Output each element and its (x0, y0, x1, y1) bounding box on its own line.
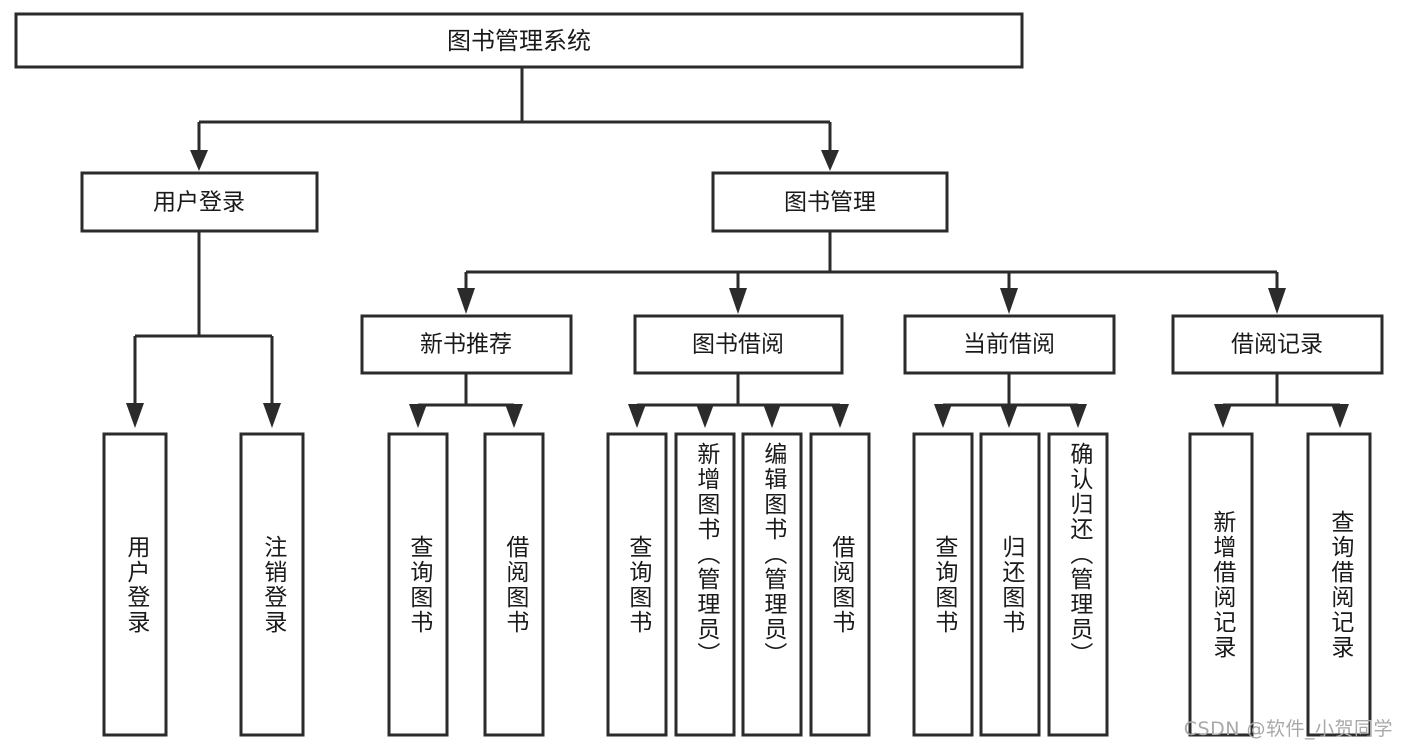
node-book-manage-label: 图书管理 (784, 190, 876, 216)
node-leaf-user-login-box[interactable] (102, 432, 168, 737)
node-book-borrow-label: 图书借阅 (692, 332, 784, 358)
node-leaf-add-borrow-record-box[interactable] (1188, 432, 1254, 737)
arrowhead-user-login (190, 150, 208, 171)
node-leaf-query-book-borrow-box[interactable] (606, 432, 668, 737)
watermark-text: CSDN @软件_小贺同学 (1183, 718, 1393, 740)
node-borrow-record[interactable]: 借阅记录 (1171, 314, 1384, 375)
node-leaf-borrow-book-box[interactable] (809, 432, 871, 737)
arrowhead-leaf-add-borrow-record (1214, 404, 1232, 428)
arrowhead-leaf-logout-login (263, 403, 281, 428)
arrowhead-borrow-record (1268, 288, 1286, 314)
arrowhead-leaf-add-book (696, 404, 714, 428)
node-root-box[interactable] (14, 12, 1024, 69)
arrowhead-leaf-return-book (1000, 404, 1018, 428)
arrowhead-leaf-borrow-book-rec (505, 404, 523, 428)
node-root[interactable]: 图书管理系统 (14, 12, 1024, 69)
node-leaf-confirm-return-box[interactable] (1047, 432, 1109, 737)
node-borrow-record-label: 借阅记录 (1231, 332, 1323, 358)
node-user-login[interactable]: 用户登录 (80, 171, 319, 233)
node-current-borrow-box[interactable] (903, 314, 1116, 375)
node-leaf-return-book-box[interactable] (979, 432, 1041, 737)
arrowhead-leaf-query-book-borrow (628, 404, 646, 428)
node-book-manage-box[interactable] (711, 171, 949, 233)
connector-layer (126, 68, 1349, 428)
arrowhead-leaf-query-book-current (934, 404, 952, 428)
node-leaf-query-borrow-record-box[interactable] (1306, 432, 1372, 737)
arrowhead-leaf-query-borrow-record (1331, 404, 1349, 428)
node-leaf-borrow-book-rec-box[interactable] (483, 432, 545, 737)
node-new-book-recommend-label: 新书推荐 (420, 332, 512, 358)
arrowhead-leaf-query-book-rec (409, 404, 427, 428)
node-leaf-query-book-rec-box[interactable] (387, 432, 449, 737)
node-leaf-add-book-box[interactable] (674, 432, 736, 737)
node-user-login-box[interactable] (80, 171, 319, 233)
node-leaf-query-book-current-box[interactable] (912, 432, 974, 737)
node-current-borrow-label: 当前借阅 (963, 332, 1055, 358)
arrowhead-current-borrow (1000, 288, 1018, 314)
node-book-borrow[interactable]: 图书借阅 (633, 314, 844, 375)
node-current-borrow[interactable]: 当前借阅 (903, 314, 1116, 375)
arrowhead-leaf-borrow-book (831, 404, 849, 428)
arrowhead-leaf-user-login (126, 403, 144, 428)
node-new-book-recommend-box[interactable] (360, 314, 573, 375)
node-new-book-recommend[interactable]: 新书推荐 (360, 314, 573, 375)
arrowhead-book-borrow (729, 288, 747, 314)
node-book-borrow-box[interactable] (633, 314, 844, 375)
node-user-login-label: 用户登录 (153, 190, 245, 216)
node-root-label: 图书管理系统 (447, 27, 591, 55)
node-leaf-edit-book-box[interactable] (741, 432, 803, 737)
leaf-box-layer[interactable] (102, 432, 1372, 737)
arrowhead-leaf-edit-book (763, 404, 781, 428)
node-book-manage[interactable]: 图书管理 (711, 171, 949, 233)
arrowhead-new-book-recommend (457, 288, 475, 314)
node-borrow-record-box[interactable] (1171, 314, 1384, 375)
arrowhead-leaf-confirm-return (1069, 404, 1087, 428)
node-leaf-logout-login-box[interactable] (239, 432, 305, 737)
arrowhead-book-manage (821, 150, 839, 171)
